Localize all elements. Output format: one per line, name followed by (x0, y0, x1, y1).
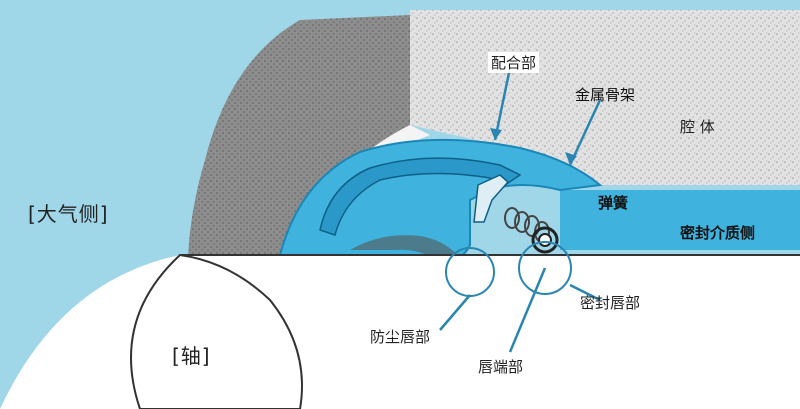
spring-cross-section (531, 226, 559, 254)
spring-label: 弹簧 (598, 194, 629, 212)
seal-lip-circle (518, 241, 572, 295)
shaft-label: [轴] (172, 344, 211, 368)
shaft-end (130, 253, 303, 409)
lip-end-label: 唇端部 (478, 358, 524, 376)
metal-frame-label: 金属骨架 (575, 86, 636, 104)
metal-frame (319, 157, 522, 236)
atmosphere-side-label: [大气侧] (28, 202, 109, 226)
sealed-medium-side-label: 密封介质侧 (680, 224, 756, 242)
housing-label: 腔 体 (680, 118, 715, 136)
fitting-part-label: 配合部 (488, 52, 540, 73)
metal-frame-lip (473, 174, 510, 223)
seal-body (278, 138, 603, 261)
dust-lip-label: 防尘唇部 (370, 328, 431, 346)
medium-band (560, 190, 800, 250)
leader-lines (439, 67, 602, 353)
seal-lip-label: 密封唇部 (580, 294, 641, 312)
